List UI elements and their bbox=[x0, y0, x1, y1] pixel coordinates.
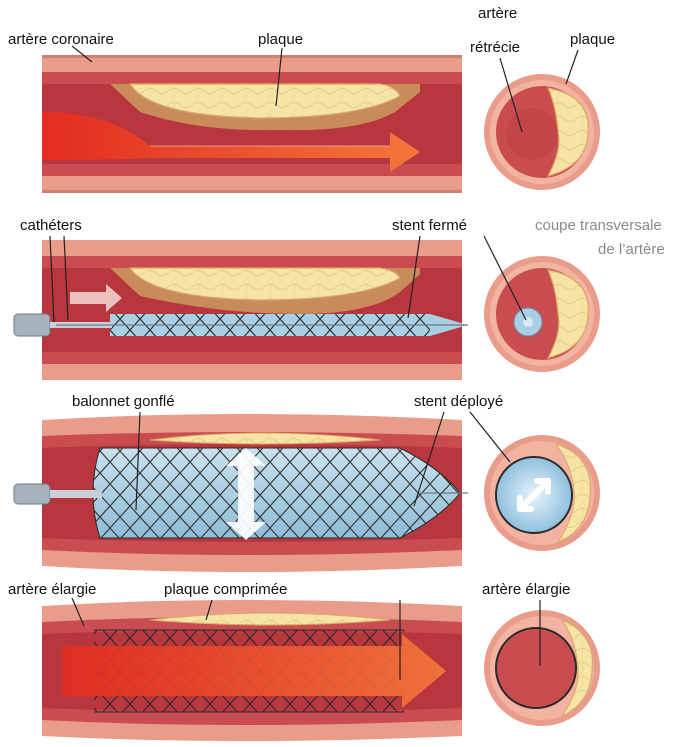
inflated-balloon bbox=[93, 448, 460, 538]
panel-4-widened-artery: artère élargie plaque comprimée artère é… bbox=[8, 581, 600, 741]
label-compressed-plaque: plaque comprimée bbox=[164, 581, 287, 598]
label-inflated-balloon: balonnet gonflé bbox=[72, 393, 175, 410]
label-cross-section-2: de l’artère bbox=[598, 241, 665, 258]
label-plaque-right: plaque bbox=[570, 31, 615, 48]
cross-section-balloon bbox=[484, 435, 600, 551]
cross-section-with-catheter bbox=[484, 256, 600, 372]
label-widened-artery: artère élargie bbox=[8, 581, 96, 598]
panel-3-balloon-inflation: balonnet gonflé stent déployé bbox=[14, 393, 600, 572]
label-plaque: plaque bbox=[258, 31, 303, 48]
label-coronary-artery: artère coronaire bbox=[8, 31, 114, 48]
leader-plaque-right bbox=[566, 50, 578, 84]
label-narrowed-artery-2: rétrécie bbox=[470, 39, 520, 56]
cross-section-widened bbox=[484, 610, 600, 726]
label-narrowed-artery-1: artère bbox=[478, 5, 517, 22]
cross-section-narrowed bbox=[484, 74, 600, 190]
label-closed-stent: stent fermé bbox=[392, 217, 467, 234]
label-cross-section-1: coupe transversale bbox=[535, 217, 662, 234]
label-deployed-stent: stent déployé bbox=[414, 393, 503, 410]
label-catheters: cathéters bbox=[20, 217, 82, 234]
label-widened-artery-right: artère élargie bbox=[482, 581, 570, 598]
panel-2-catheter-insertion: cathéters stent fermé coupe transversale… bbox=[14, 217, 665, 380]
panel-1-narrowed-artery: artère coronaire plaque artère rétrécie … bbox=[8, 5, 615, 193]
leader-deployed-stent-cross bbox=[470, 412, 510, 462]
